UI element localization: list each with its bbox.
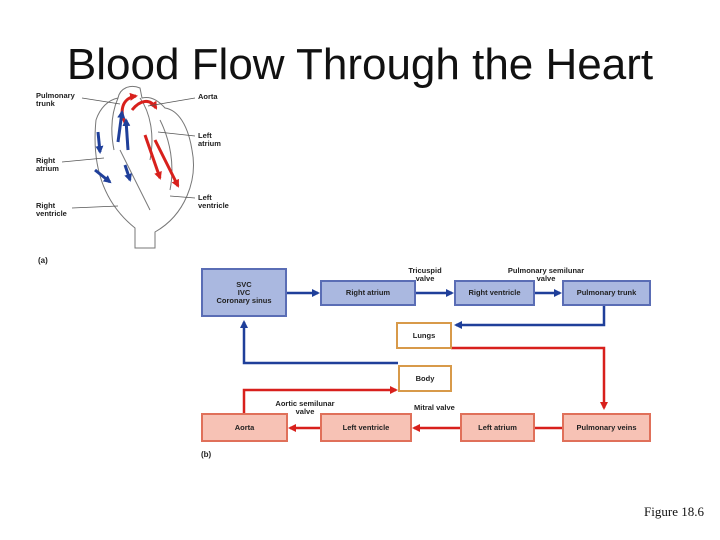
figure-label: Figure 18.6 (644, 504, 704, 519)
flow-arrows-blue (240, 289, 606, 365)
box-right-atrium: Right atrium (320, 280, 416, 306)
panel-a-tag: (a) (38, 256, 48, 265)
box-lungs: Lungs (396, 322, 452, 349)
label-left-atrium: Left atrium (198, 131, 221, 148)
panel-b-tag: (b) (201, 450, 212, 459)
label-aorta: Aorta (198, 92, 218, 101)
box-left-atrium: Left atrium (460, 413, 535, 442)
page-title: Blood Flow Through the Heart (66, 40, 654, 89)
label-left-ventricle: Left ventricle (198, 193, 229, 210)
box-left-ventricle: Left ventricle (320, 413, 412, 442)
box-pulmonary-veins: Pulmonary veins (562, 413, 651, 442)
box-pulmonary-trunk: Pulmonary trunk (562, 280, 651, 306)
box-body: Body (398, 365, 452, 392)
box-svc-ivc-coronary-sinus: SVC IVC Coronary sinus (201, 268, 287, 317)
box-right-ventricle: Right ventricle (454, 280, 535, 306)
heart-flow-arrows (94, 92, 180, 188)
label-tricuspid-valve: Tricuspid valve (408, 266, 442, 283)
label-right-ventricle: Right ventricle (36, 201, 67, 218)
label-pulmonary-semilunar-valve: Pulmonary semilunar valve (507, 266, 585, 283)
flow-arrows-red (242, 346, 608, 432)
label-mitral-valve: Mitral valve (414, 403, 455, 412)
label-pulmonary-trunk: Pulmonary trunk (36, 91, 75, 108)
label-leaders (61, 97, 196, 209)
label-aortic-semilunar-valve: Aortic semilunar valve (275, 399, 335, 416)
box-aorta: Aorta (201, 413, 288, 442)
label-right-atrium: Right atrium (36, 156, 59, 173)
heart-illustration (94, 85, 194, 249)
